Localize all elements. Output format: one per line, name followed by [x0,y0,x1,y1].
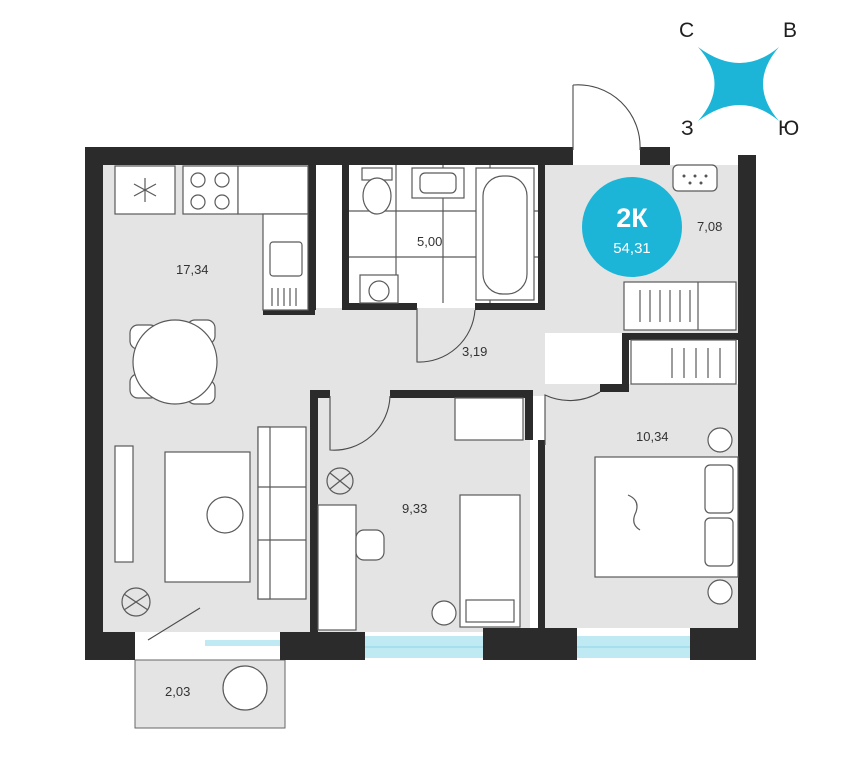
compass-north: С [679,19,694,42]
compass-west: З [681,117,694,140]
area-bedroom-small: 9,33 [402,501,427,516]
hallway [623,164,737,385]
area-corridor: 3,19 [462,344,487,359]
bed-icon [594,456,739,578]
plant-icon [121,587,151,617]
toilet-icon [361,167,393,215]
sink-icon [269,241,303,277]
shoe-rack-icon [672,164,718,192]
bathroom [349,165,538,304]
sink-icon [411,167,465,199]
apartment-total-area: 54,31 [613,240,651,257]
bedroom-small-door [329,395,391,451]
windows [205,636,690,658]
stove [182,165,239,215]
compass-south: Ю [778,117,799,140]
window-living [205,640,280,646]
plant-icon [326,467,354,495]
shelf [454,397,524,441]
compass: С В З Ю [679,19,799,140]
wardrobe-icon [630,339,737,385]
compass-star-icon [698,47,779,121]
apartment-type: 2К [616,203,648,233]
kitchen [114,165,309,405]
area-balcony: 2,03 [165,684,190,699]
cat-icon [627,494,641,531]
bathtub-icon [475,167,535,301]
countertop [237,165,309,215]
armchair-icon [222,665,268,711]
nightstand [707,579,733,605]
washing-machine-icon [359,274,399,304]
bedroom-small [317,397,524,631]
apartment-badge: 2К 54,31 [582,177,682,277]
area-living-kitchen: 17,34 [176,262,209,277]
sofa-icon [257,426,307,600]
stove-burner-icon [190,172,230,210]
desk-icon [317,504,385,631]
entrance-door [572,84,641,151]
bedroom-large [594,427,739,605]
snowflake-icon [133,178,157,202]
walls [85,147,756,660]
bed-icon [459,494,521,628]
living-room [114,426,307,617]
bathroom-door [416,308,476,363]
area-bedroom-large: 10,34 [636,429,669,444]
dishwasher [271,288,297,306]
tv-stand [114,445,134,563]
compass-east: В [783,19,797,42]
doors [147,84,641,641]
dining-table-icon [129,319,218,405]
balcony-door [147,607,201,641]
coffee-table [206,496,244,534]
area-hallway: 7,08 [697,219,722,234]
room-labels: 17,34 5,00 3,19 7,08 9,33 10,34 2,03 [165,219,722,699]
wardrobe-icon [623,281,737,331]
area-bathroom: 5,00 [417,234,442,249]
nightstand [431,600,457,626]
bedroom-large-door [544,391,601,445]
nightstand [707,427,733,453]
